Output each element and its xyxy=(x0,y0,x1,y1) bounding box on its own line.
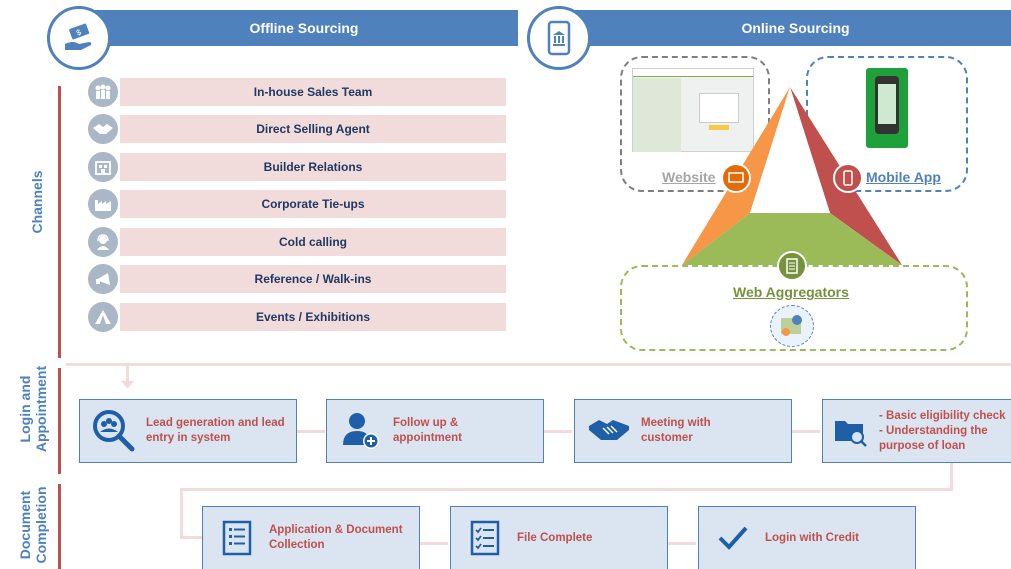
login-divider xyxy=(58,368,61,474)
offline-sourcing-title: Offline Sourcing xyxy=(249,20,359,36)
tent-icon xyxy=(88,302,118,332)
channel-label: Corporate Tie-ups xyxy=(120,190,506,218)
monitor-icon xyxy=(721,163,751,193)
process-step: Follow up & appointment xyxy=(326,399,544,463)
factory-icon xyxy=(88,189,118,219)
document-divider xyxy=(58,484,61,569)
megaphone-icon xyxy=(88,264,118,294)
channel-row: Corporate Tie-ups xyxy=(88,189,506,219)
arrow-down-icon xyxy=(121,381,134,389)
offline-sourcing-header: Offline Sourcing xyxy=(70,10,518,46)
process-step: Login with Credit xyxy=(698,506,916,569)
handshake-icon xyxy=(88,114,118,144)
folder-search-icon xyxy=(829,409,873,453)
add-user-icon xyxy=(339,409,383,453)
channel-label: Builder Relations xyxy=(120,153,506,181)
process-step: Lead generation and lead entry in system xyxy=(79,399,297,463)
process-step: Application & Document Collection xyxy=(202,506,420,569)
checklist-icon xyxy=(215,516,259,560)
online-sourcing-title: Online Sourcing xyxy=(741,20,850,36)
process-step-label: - Basic eligibility check - Understandin… xyxy=(879,409,1006,452)
mobile-app-screenshot xyxy=(866,68,908,148)
mobile-bank-icon xyxy=(527,6,591,70)
flow-connector xyxy=(180,536,202,539)
hand-money-icon: $ xyxy=(47,6,111,70)
process-step-label: Application & Document Collection xyxy=(269,524,403,551)
document-section-label: Document Completion xyxy=(17,475,51,569)
login-label-line1: Login and xyxy=(17,375,33,443)
process-step-label: Meeting with customer xyxy=(641,417,711,444)
svg-text:$: $ xyxy=(75,27,83,37)
process-step-label: Follow up & appointment xyxy=(393,417,462,444)
aggregator-icon xyxy=(777,251,807,281)
process-step-label: Login with Credit xyxy=(765,531,859,544)
channels-divider xyxy=(58,86,61,358)
channel-row: Cold calling xyxy=(88,227,506,257)
flow-connector xyxy=(126,365,129,383)
process-step: - Basic eligibility check - Understandin… xyxy=(822,399,1011,463)
search-people-icon xyxy=(92,409,136,453)
channel-row: Events / Exhibitions xyxy=(88,302,506,332)
website-screenshot xyxy=(632,68,754,152)
channel-label: Reference / Walk-ins xyxy=(120,265,506,293)
process-step-label: Lead generation and lead entry in system xyxy=(146,417,285,444)
aggregator-map-icon xyxy=(770,305,814,347)
online-sourcing-header: Online Sourcing xyxy=(560,10,1011,46)
headset-icon xyxy=(88,227,118,257)
channel-label: Direct Selling Agent xyxy=(120,115,506,143)
channel-row: Reference / Walk-ins xyxy=(88,264,506,294)
channel-row: Builder Relations xyxy=(88,152,506,182)
building-icon xyxy=(88,152,118,182)
handshake-icon xyxy=(587,409,631,453)
channel-row: In-house Sales Team xyxy=(88,77,506,107)
checkmark-icon xyxy=(711,516,755,560)
mobile-app-label[interactable]: Mobile App xyxy=(866,169,941,185)
channel-row: Direct Selling Agent xyxy=(88,114,506,144)
flow-connector xyxy=(180,488,953,491)
doc-label-line2: Completion xyxy=(33,486,49,564)
checklist-done-icon xyxy=(463,516,507,560)
channel-label: In-house Sales Team xyxy=(120,78,506,106)
section-separator xyxy=(66,363,1011,366)
channels-section-label: Channels xyxy=(29,170,45,234)
team-icon xyxy=(88,77,118,107)
doc-label-line1: Document xyxy=(17,490,33,560)
flow-connector xyxy=(950,463,953,490)
login-label-line2: Appointment xyxy=(33,365,49,453)
process-step: Meeting with customer xyxy=(574,399,792,463)
process-step-label: File Complete xyxy=(517,531,593,544)
login-section-label: Login and Appointment xyxy=(17,359,51,459)
web-aggregators-label[interactable]: Web Aggregators xyxy=(733,284,849,300)
flow-connector xyxy=(792,430,820,433)
flow-connector xyxy=(668,542,696,545)
channel-label: Events / Exhibitions xyxy=(120,303,506,331)
process-step: File Complete xyxy=(450,506,668,569)
flow-connector xyxy=(180,488,183,538)
flow-connector xyxy=(297,430,325,433)
channel-label: Cold calling xyxy=(120,228,506,256)
phone-icon xyxy=(833,163,863,193)
website-label[interactable]: Website xyxy=(662,169,716,185)
flow-connector xyxy=(544,430,572,433)
flow-connector xyxy=(420,542,448,545)
